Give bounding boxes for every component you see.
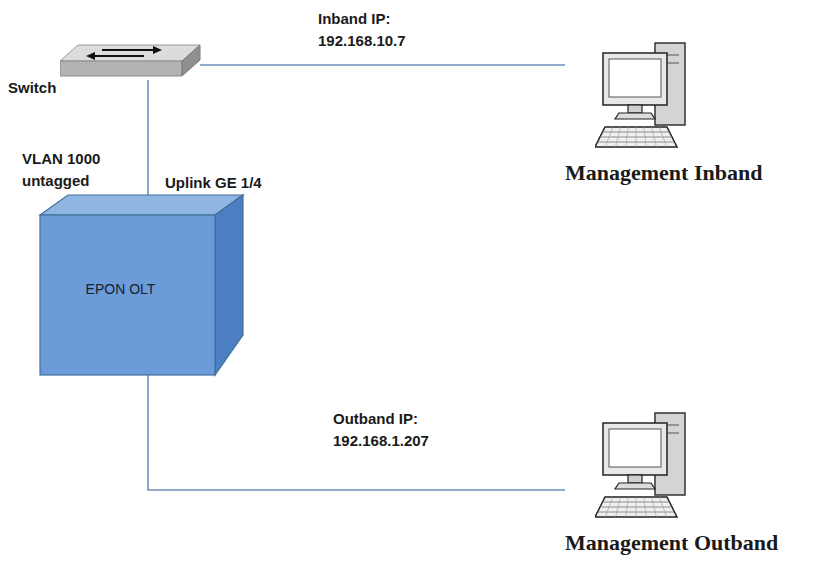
link-label: Inband IP: 192.168.10.7 bbox=[316, 8, 442, 52]
management-computer: Management Outband bbox=[565, 405, 781, 555]
computer-icon bbox=[595, 35, 695, 155]
computer-label: Management Outband bbox=[565, 531, 781, 555]
olt-box: EPON OLT bbox=[40, 215, 215, 375]
switch-label: Switch bbox=[8, 78, 56, 98]
network-link bbox=[148, 375, 565, 490]
switch-icon bbox=[60, 44, 202, 80]
network-link bbox=[200, 64, 565, 66]
link-label: Outband IP: 192.168.1.207 bbox=[331, 408, 467, 452]
olt-label: EPON OLT bbox=[86, 280, 156, 298]
link-label: VLAN 1000 untagged bbox=[20, 148, 122, 192]
port-label: Uplink GE 1/4 bbox=[163, 173, 264, 193]
switch-icon: Switch bbox=[60, 42, 200, 80]
management-computer: Management Inband bbox=[565, 35, 765, 185]
computer-icon bbox=[595, 405, 695, 525]
computer-label: Management Inband bbox=[565, 161, 765, 185]
